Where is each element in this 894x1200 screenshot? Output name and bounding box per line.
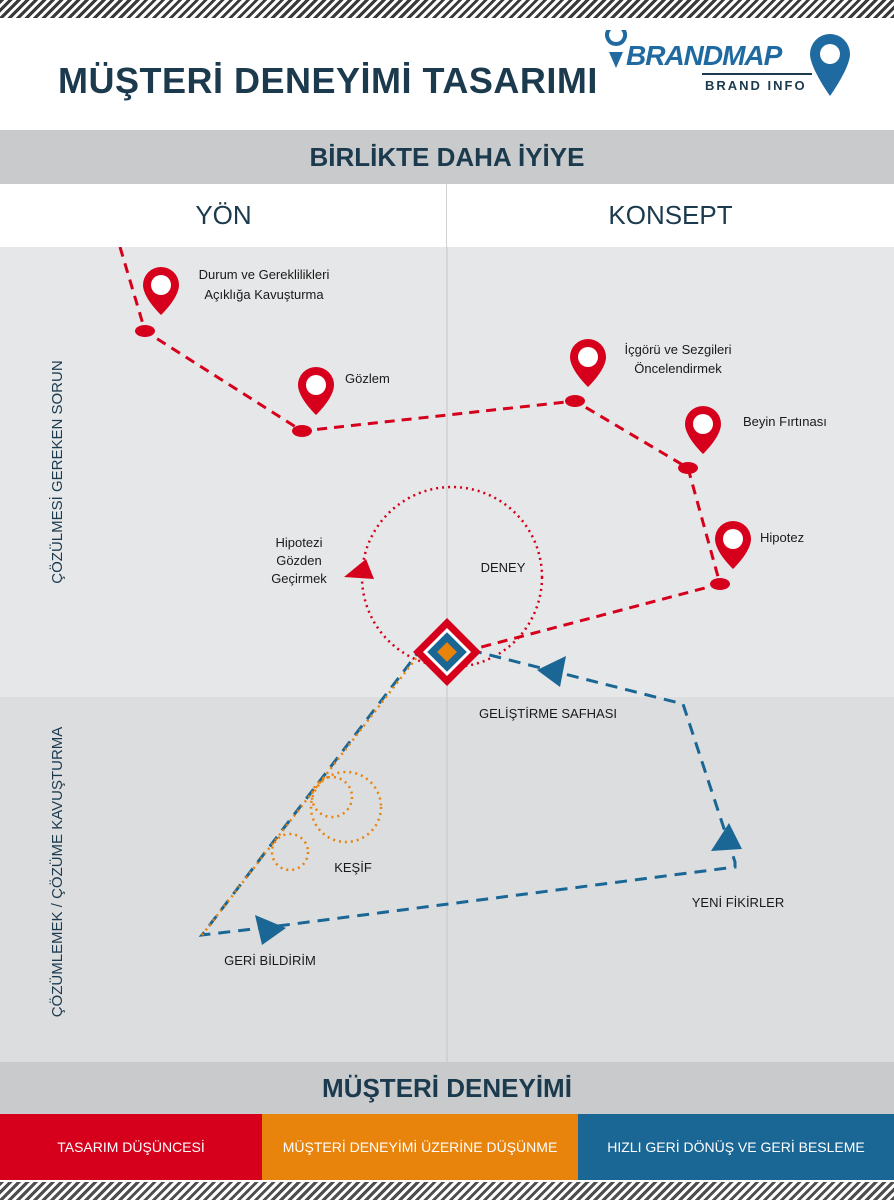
- label-deney: DENEY: [481, 560, 526, 575]
- discovery-line: [201, 647, 425, 936]
- legend-customer-experience: MÜŞTERİ DENEYİMİ ÜZERİNE DÜŞÜNME: [262, 1114, 578, 1180]
- logo-wordmark: BRANDMAP: [626, 40, 782, 71]
- design-process-diagram: ÇÖZÜLMESİ GEREKEN SORUN ÇÖZÜMLEMEK / ÇÖZ…: [0, 247, 894, 1062]
- node-hipotez: [710, 578, 730, 590]
- discovery-circle: [270, 832, 310, 872]
- map-pin-icon: [605, 30, 850, 96]
- label-yeni-fikirler: YENİ FİKİRLER: [692, 895, 784, 910]
- row-label-solution: ÇÖZÜMLEMEK / ÇÖZÜME KAVUŞTURMA: [48, 727, 66, 1018]
- arrow-icon: [711, 823, 742, 851]
- bottom-band-title: MÜŞTERİ DENEYİMİ: [0, 1062, 894, 1114]
- label-hipotezi-2: Gözden: [276, 553, 322, 568]
- legend-feedback: HIZLI GERİ DÖNÜŞ VE GERİ BESLEME: [578, 1114, 894, 1180]
- logo-subtitle: BRAND INFO: [705, 78, 807, 93]
- node-gozlem: [292, 425, 312, 437]
- label-hipotezi-3: Geçirmek: [271, 571, 327, 586]
- column-divider: [446, 184, 447, 247]
- legend-design-thinking: TASARIM DÜŞÜNCESİ: [0, 1114, 262, 1180]
- label-beyin: Beyin Fırtınası: [743, 414, 827, 429]
- label-icgoru-1: İçgörü ve Sezgileri: [625, 342, 732, 357]
- label-hipotez: Hipotez: [760, 530, 804, 545]
- loop-arrow-icon: [344, 559, 374, 579]
- label-geri-bildirim: GERİ BİLDİRİM: [224, 953, 316, 968]
- label-durum-2: Açıklığa Kavuşturma: [204, 287, 324, 302]
- label-kesif: KEŞİF: [334, 860, 372, 875]
- page-title: MÜŞTERİ DENEYİMİ TASARIMI: [58, 60, 598, 101]
- label-icgoru-2: Öncelendirmek: [634, 361, 722, 376]
- node-beyin: [678, 462, 698, 474]
- node-durum: [135, 325, 155, 337]
- arrow-icon: [255, 915, 286, 945]
- label-durum-1: Durum ve Gereklilikleri: [199, 267, 330, 282]
- column-header-konsept: KONSEPT: [608, 200, 733, 230]
- column-header-yon: YÖN: [195, 200, 252, 230]
- brandmap-logo: BRANDMAP BRAND INFO: [604, 30, 856, 100]
- label-hipotezi-1: Hipotezi: [276, 535, 323, 550]
- row-label-problem: ÇÖZÜLMESİ GEREKEN SORUN: [48, 360, 66, 583]
- top-band-title: BİRLİKTE DAHA İYİYE: [0, 130, 894, 184]
- label-gozlem: Gözlem: [345, 371, 390, 386]
- label-gelistirme: GELİŞTİRME SAFHASI: [479, 706, 617, 721]
- bottom-hatch-border: [0, 1182, 894, 1200]
- discovery-circle: [309, 770, 383, 844]
- top-hatch-border: [0, 0, 894, 18]
- arrow-icon: [537, 656, 566, 687]
- node-icgoru: [565, 395, 585, 407]
- discovery-circle: [310, 775, 354, 819]
